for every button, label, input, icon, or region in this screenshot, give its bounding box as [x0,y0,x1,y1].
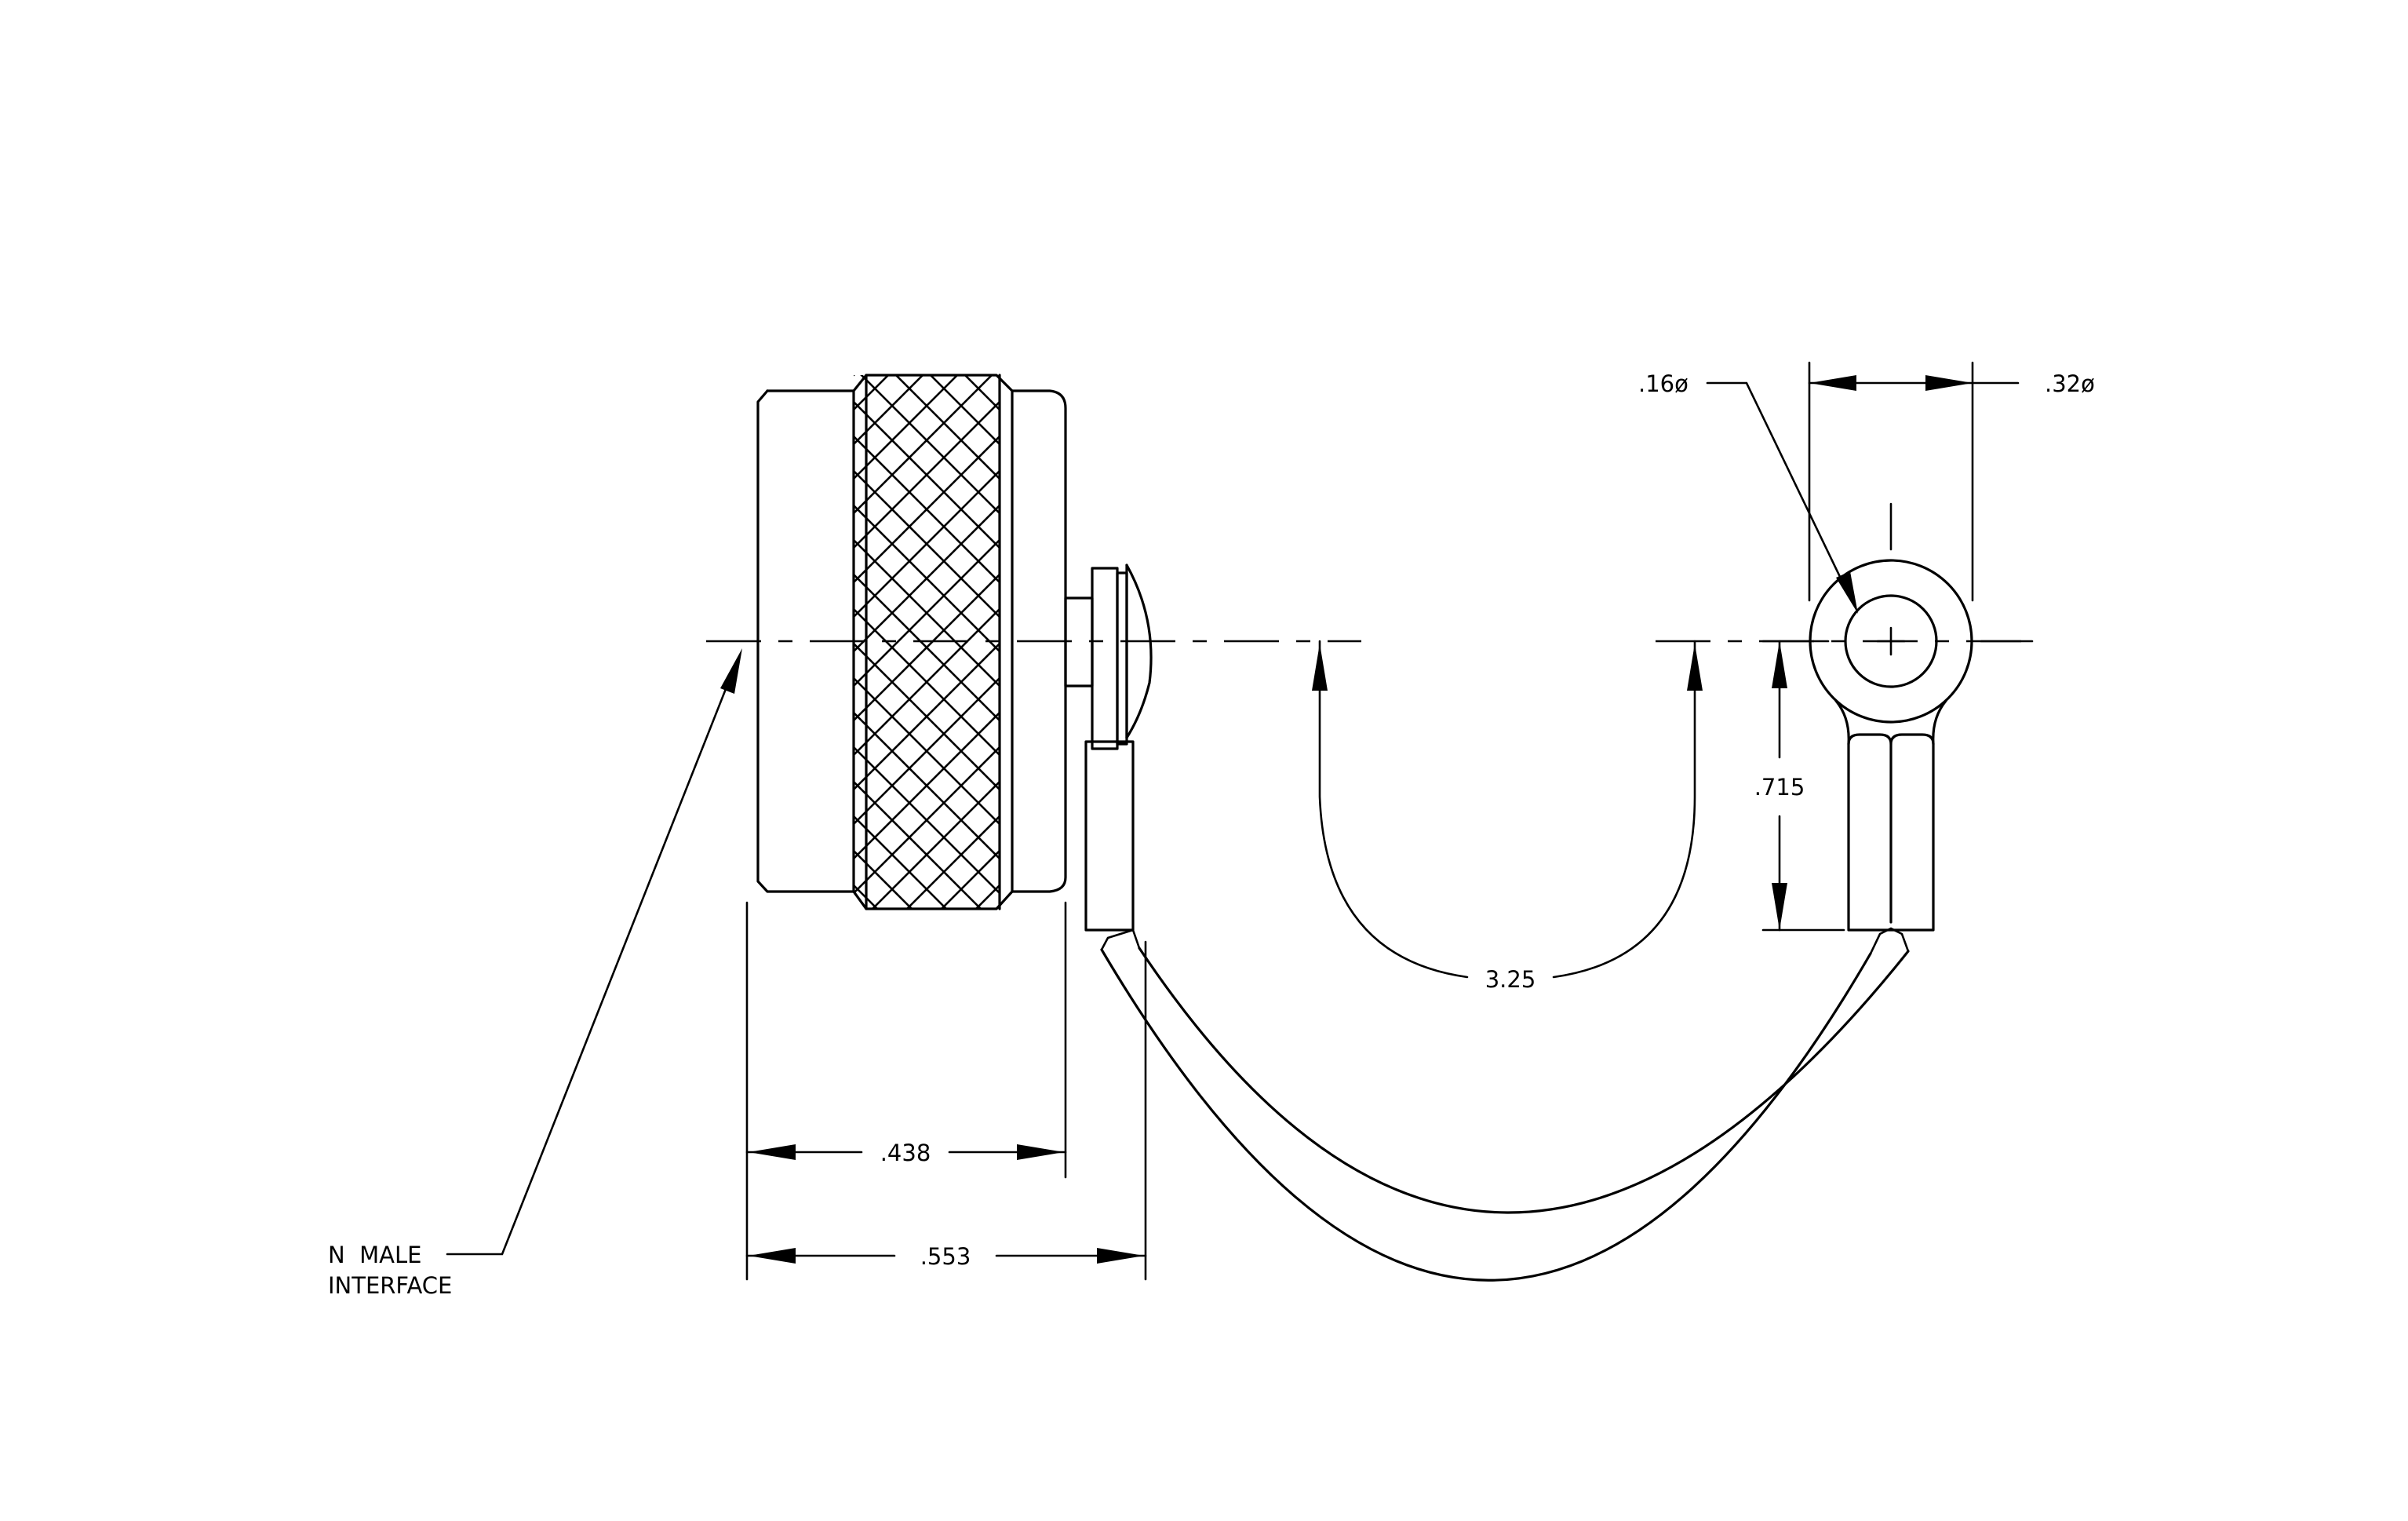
knurl-line [854,435,1000,584]
knurl-line [854,504,1000,653]
dim-overall-length: .553 [745,940,1147,1281]
knurl-line [998,375,1000,377]
ring-terminal [1809,502,2034,932]
knurl-line [854,954,1000,1100]
knurl-line [854,573,1000,722]
knurl-line [854,920,1000,1066]
knurl-line [871,780,1000,909]
knurl-line [854,642,1000,791]
knurl-line [854,677,1000,826]
note-line-1: N MALE [328,1242,421,1268]
dim-cap-length: .438 [745,901,1067,1281]
label-lug-length: .715 [1754,774,1805,801]
knurl-line [854,849,913,909]
knurl-line [940,849,1000,909]
knurl-line [854,989,1000,1135]
knurl-line [854,954,1000,1100]
interface-note: N MALE INTERFACE [328,648,742,1299]
knurl-line [854,746,1000,895]
label-ring-dia: .32ø [2045,370,2095,397]
knurl-line [854,607,1000,757]
dim-hole-dia: .16ø [1638,370,1858,614]
label-lanyard-length: 3.25 [1485,966,1536,993]
knurl-line [854,400,1000,549]
dim-lanyard-length: 3.25 [1312,640,1703,993]
knurl-line [929,375,1000,446]
label-overall-length: .553 [920,1243,971,1270]
knurl-pattern [854,375,1000,1135]
knurl-line [854,538,1000,688]
dim-ring-dia: .32ø [1808,361,2095,602]
knurl-line [854,920,1000,1066]
knurl-line [854,375,855,377]
knurl-line [854,989,1000,1135]
stud-assembly [1064,564,1153,932]
cap-body [756,374,1067,910]
knurl-line [854,375,993,515]
lanyard-cable [1100,927,1910,1282]
knurl-line [854,375,959,480]
label-cap-length: .438 [880,1140,931,1166]
knurl-line [854,375,890,411]
knurl-line [854,375,924,446]
knurl-line [964,375,1000,411]
label-hole-dia: .16ø [1638,370,1689,397]
note-line-2: INTERFACE [328,1272,452,1299]
dim-lug-length: .715 [1754,640,1845,932]
knurl-line [854,469,1000,618]
knurl-line [905,815,1000,909]
knurl-line [854,711,1000,860]
